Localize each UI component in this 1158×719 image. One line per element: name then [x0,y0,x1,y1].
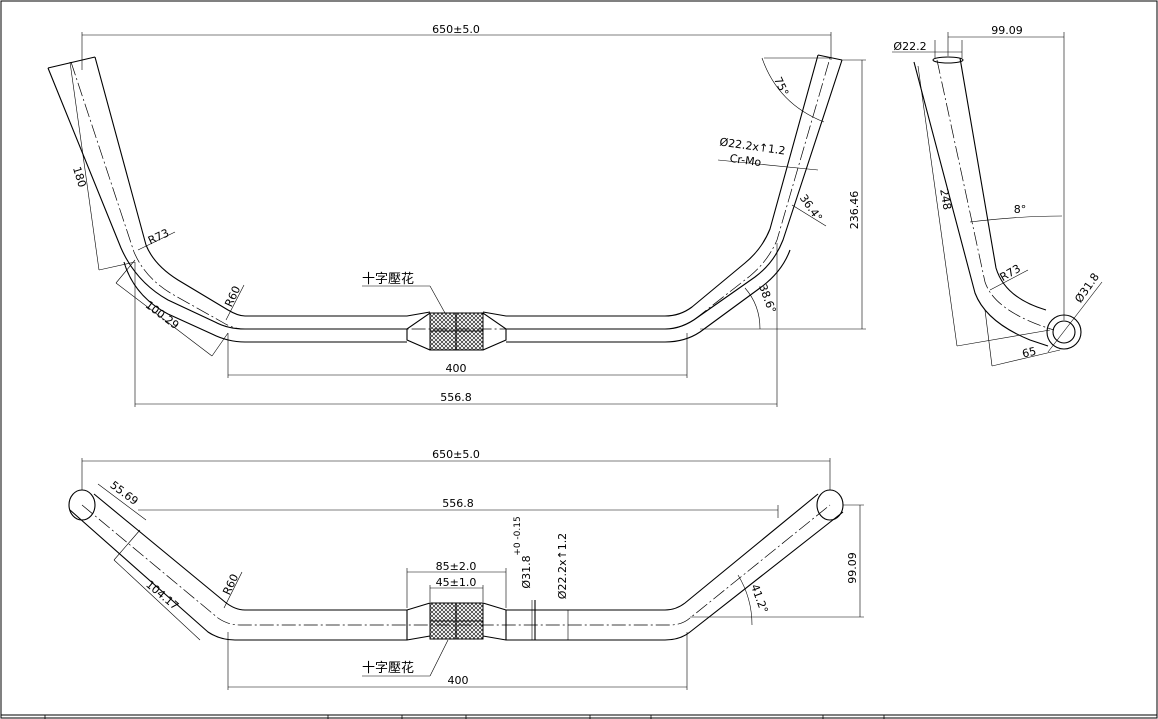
top-tube-outer [69,509,844,641]
top-center-span: 400 [448,674,469,687]
top-knurl-label: 十字壓花 [362,660,414,676]
top-sweep-angle: 41.2° [748,582,770,615]
top-tube-spec: Ø22.2x↑1.2 [556,533,569,599]
top-knurl-inner: 45±1.0 [436,576,477,589]
side-bend-radius: R73 [998,262,1023,284]
side-reach: 99.09 [991,24,1023,37]
front-bend-radius-lower: R60 [222,284,243,309]
title-block-edge [1,714,1157,719]
top-clamp-dia: Ø31.8 [520,555,533,588]
front-center-span: 400 [446,362,467,375]
front-view: 650±5.0 180 R73 R60 100.29 400 556.8 236… [47,23,866,407]
top-knurl-outer: 85±2.0 [436,560,477,573]
front-tube-spec-2: Cr-Mo [729,152,762,169]
front-angle-mid: 36.4° [797,192,825,224]
front-centerline [70,57,831,330]
top-base-span: 556.8 [442,497,474,510]
side-clamp-outer [1046,314,1082,350]
front-height: 236.46 [848,191,861,230]
front-knurl-label: 十字壓花 [362,271,414,287]
side-view: Ø22.2 99.09 248 8° R73 Ø31.8 65 [892,24,1103,367]
side-clamp-inner [1052,320,1076,344]
front-base-span: 556.8 [440,391,472,404]
front-angle-top: 75° [771,75,791,98]
front-bend-radius-upper: R73 [146,226,171,247]
side-length: 248 [937,188,953,211]
top-view: 650±5.0 556.8 55.69 104.17 R60 85±2.0 45… [68,448,864,690]
top-depth: 99.09 [846,552,859,584]
side-offset: 65 [1021,345,1038,361]
top-width-total: 650±5.0 [432,448,480,461]
top-bend-radius: R60 [220,572,241,597]
front-width-total: 650±5.0 [432,23,480,36]
top-clamp-tol: +0 -0.15 [513,516,523,555]
front-angle-lower: 38.6° [756,282,778,315]
front-grip-length: 180 [70,165,89,189]
side-tube [913,61,1049,347]
front-tube-inner [94,54,819,317]
top-sweep-segment: 104.17 [143,578,181,613]
side-angle: 8° [1014,203,1027,216]
front-tube-outer [47,59,843,330]
side-tube-dia: Ø22.2 [893,40,926,53]
